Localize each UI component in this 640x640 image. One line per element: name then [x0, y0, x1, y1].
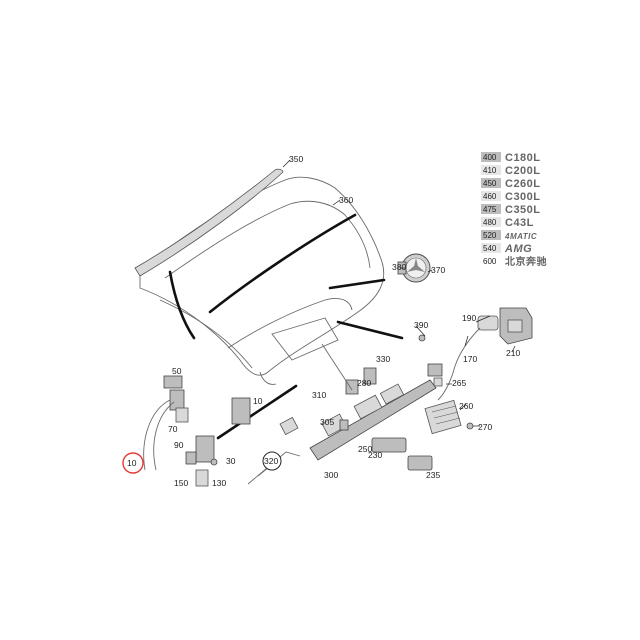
- plug-part[interactable]: [418, 334, 426, 342]
- label-300: 300: [324, 470, 338, 480]
- label-350: 350: [289, 154, 303, 164]
- badge-row[interactable]: 540 AMG: [481, 243, 532, 255]
- label-90: 90: [174, 440, 184, 450]
- trunk-lid: [139, 176, 385, 385]
- callout-320[interactable]: 320: [262, 451, 282, 471]
- label-270: 270: [478, 422, 492, 432]
- label-370: 370: [431, 265, 445, 275]
- star-emblem-part[interactable]: [401, 253, 431, 283]
- badge-row[interactable]: 450 C260L: [481, 178, 541, 190]
- badge-number: 410: [483, 166, 497, 175]
- spoiler-part[interactable]: [134, 168, 284, 277]
- screw-part[interactable]: [466, 422, 474, 430]
- badge-row[interactable]: 520 4MATIC: [481, 230, 537, 241]
- callout-10-highlight[interactable]: 10: [122, 452, 144, 474]
- label-30: 30: [226, 456, 236, 466]
- label-320: 320: [264, 456, 278, 466]
- callout-labels: 350 360 370 380 390 190 210 170 330 280 …: [168, 154, 520, 488]
- label-130: 130: [212, 478, 226, 488]
- label-260: 260: [459, 401, 473, 411]
- label-265: 265: [452, 378, 466, 388]
- badge-legend: 400 C180L 410 C200L 450 C260L 460 C300L …: [481, 152, 547, 268]
- plate-lamp-part[interactable]: [371, 437, 433, 471]
- label-380: 380: [392, 262, 406, 272]
- sensor-part[interactable]: [345, 367, 377, 395]
- label-10: 10: [127, 458, 137, 468]
- badge-number: 520: [483, 231, 497, 240]
- badge-text: C350L: [505, 204, 541, 216]
- label-305: 305: [320, 417, 334, 427]
- badge-number: 460: [483, 192, 497, 201]
- badge-text: AMG: [504, 243, 532, 255]
- badge-text: 北京奔驰: [505, 255, 547, 268]
- label-190: 190: [462, 313, 476, 323]
- badge-number: 540: [483, 244, 497, 253]
- badge-number: 480: [483, 218, 497, 227]
- label-330: 330: [376, 354, 390, 364]
- badge-number: 475: [483, 205, 497, 214]
- badge-text: C260L: [505, 178, 541, 190]
- label-230: 230: [368, 450, 382, 460]
- label-310: 310: [312, 390, 326, 400]
- label-150: 150: [174, 478, 188, 488]
- badge-row[interactable]: 600 北京奔驰: [481, 255, 547, 268]
- label-210: 210: [506, 348, 520, 358]
- lock-assembly-part[interactable]: [163, 375, 251, 487]
- badge-number: 600: [483, 257, 497, 266]
- label-70: 70: [168, 424, 178, 434]
- plate-holder-part[interactable]: [424, 399, 462, 435]
- label-235: 235: [426, 470, 440, 480]
- badge-text: C180L: [505, 152, 541, 164]
- badge-row[interactable]: 475 C350L: [481, 204, 541, 216]
- label-50: 50: [172, 366, 182, 376]
- badge-row[interactable]: 480 C43L: [481, 217, 534, 229]
- handle-strip-part[interactable]: [309, 379, 437, 461]
- badge-text: 4MATIC: [504, 232, 537, 241]
- label-360: 360: [339, 195, 353, 205]
- leader-lines: [282, 159, 516, 427]
- badge-row[interactable]: 410 C200L: [481, 165, 541, 177]
- clip-part[interactable]: [279, 416, 349, 436]
- camera-housing-part[interactable]: [477, 307, 533, 345]
- badge-text: C300L: [505, 191, 541, 203]
- label-250: 250: [358, 444, 372, 454]
- badge-row[interactable]: 460 C300L: [481, 191, 541, 203]
- label-10b: 10: [253, 396, 263, 406]
- badge-number: 400: [483, 153, 497, 162]
- label-390: 390: [414, 320, 428, 330]
- seal-strip-part[interactable]: [168, 213, 357, 340]
- badge-text: C200L: [505, 165, 541, 177]
- badge-number: 450: [483, 179, 497, 188]
- label-170: 170: [463, 354, 477, 364]
- badge-row[interactable]: 400 C180L: [481, 152, 541, 164]
- badge-text: C43L: [505, 217, 534, 229]
- label-280: 280: [357, 378, 371, 388]
- lock-switch-part[interactable]: [427, 363, 443, 387]
